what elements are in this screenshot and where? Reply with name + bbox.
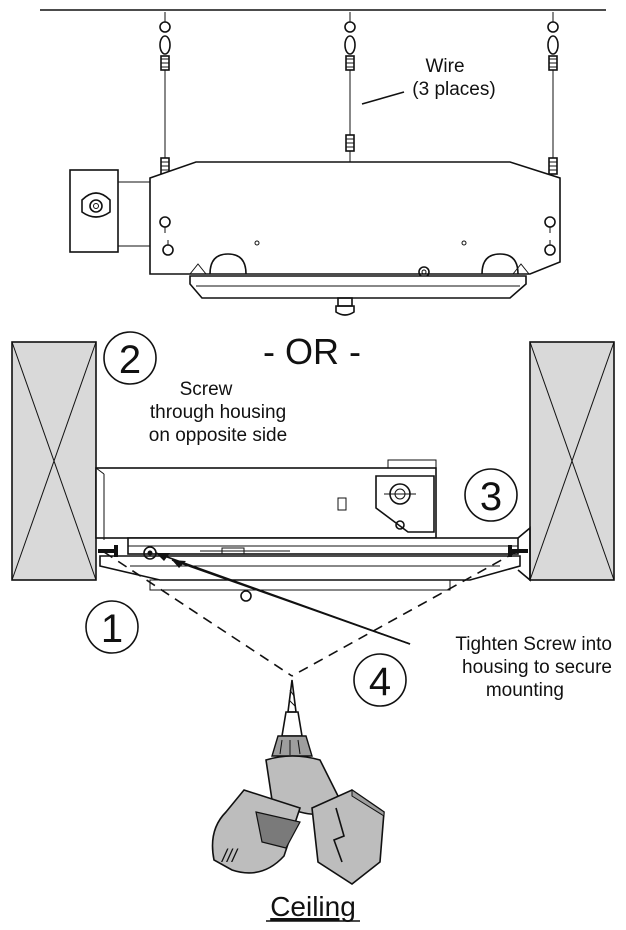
wire-leader-line (361, 91, 405, 105)
step4-text-line1: Tighten Screw into (455, 634, 612, 655)
step4-leaders (155, 552, 411, 645)
step-4-marker: 4 (353, 653, 407, 707)
joist-left (11, 341, 97, 581)
wire-hanger-left (159, 12, 171, 175)
step2-text-line1: Screw (180, 379, 233, 400)
joist-right (529, 341, 615, 581)
wire-hanger-right (547, 12, 559, 175)
step2-text-line2: through housing (150, 402, 286, 423)
screw-right (512, 549, 528, 553)
step4-text-line2: housing to secure (462, 657, 612, 678)
step4-text-line3: mounting (486, 680, 564, 701)
svg-text:1: 1 (101, 607, 123, 651)
ceiling-label: Ceiling (270, 891, 356, 922)
drill-grip-mark: /// (220, 846, 239, 866)
step-1-marker: 1 (85, 600, 139, 654)
svg-text:2: 2 (119, 338, 141, 382)
wire-places-label: (3 places) (412, 79, 495, 100)
step2-text-line3: on opposite side (149, 425, 287, 446)
wire-hanger-middle (344, 12, 356, 162)
wire-label: Wire (425, 56, 464, 77)
drill-guide-lines (103, 551, 517, 677)
suspended-fixture (69, 161, 561, 316)
screw-left (98, 549, 114, 553)
mounted-housing (95, 459, 531, 602)
svg-text:4: 4 (369, 660, 391, 704)
step-2-marker: 2 (103, 331, 157, 385)
svg-text:3: 3 (480, 475, 502, 519)
or-divider: - OR - (263, 331, 361, 372)
power-drill-icon: /// (211, 679, 385, 885)
step-3-marker: 3 (464, 468, 518, 522)
